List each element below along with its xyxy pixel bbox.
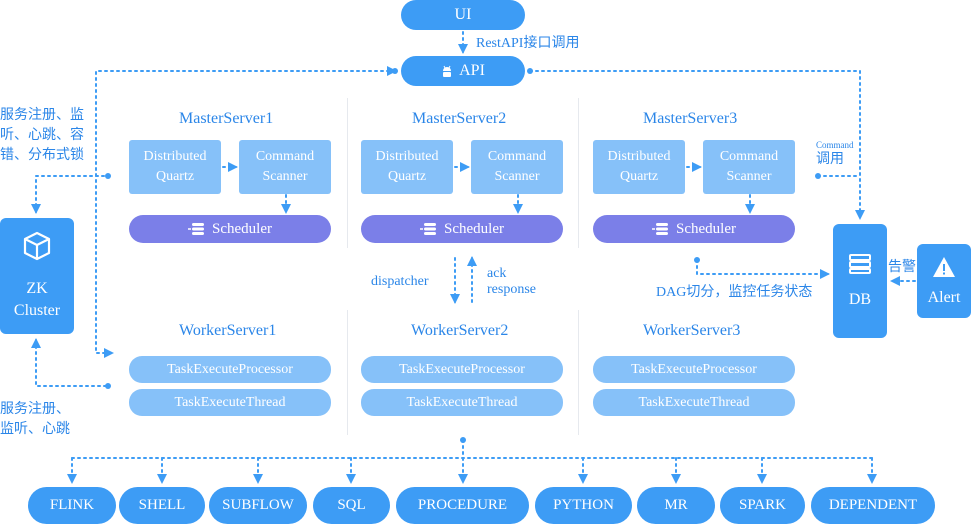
db-node: DB <box>833 224 887 338</box>
scheduler-3: Scheduler <box>593 215 795 243</box>
zk-master-line <box>31 175 109 214</box>
zk-label: ZK <box>26 279 48 297</box>
zk-cluster-node: ZK Cluster <box>0 218 74 334</box>
dispatcher-label: dispatcher <box>371 274 429 289</box>
scheduler-2: Scheduler <box>361 215 563 243</box>
task-execute-thread-3: TaskExecuteThread <box>593 389 795 416</box>
task-type-flink: FLINK <box>28 487 116 524</box>
command-small-label: Command <box>816 140 854 150</box>
database-icon <box>652 222 670 236</box>
scheduler-1: Scheduler <box>129 215 331 243</box>
divider <box>578 98 579 248</box>
api-label: API <box>459 62 485 79</box>
task-execute-processor-3: TaskExecuteProcessor <box>593 356 795 383</box>
left-note-bottom: 服务注册、监听、心跳 <box>0 402 70 437</box>
command-call-label: 调用 <box>816 152 844 167</box>
cube-icon <box>23 231 51 268</box>
ui-label: UI <box>454 6 472 23</box>
scheduler-label: Scheduler <box>212 220 272 237</box>
task-execute-thread-2: TaskExecuteThread <box>361 389 563 416</box>
task-type-dependent: DEPENDENT <box>811 487 935 524</box>
master-title-3: MasterServer3 <box>643 110 738 127</box>
task-type-procedure: PROCEDURE <box>396 487 529 524</box>
alert-text: Alert <box>927 288 961 306</box>
task-type-shell: SHELL <box>119 487 205 524</box>
task-type-mr: MR <box>637 487 715 524</box>
dag-label: DAG切分，监控任务状态 <box>656 285 813 300</box>
warning-icon <box>932 256 956 283</box>
alert-label: 告警 <box>888 260 916 275</box>
ui-node: UI <box>401 0 525 30</box>
zk-worker-line <box>31 338 109 387</box>
divider <box>347 98 348 248</box>
divider <box>578 310 579 435</box>
master-title-1: MasterServer1 <box>179 110 274 127</box>
task-type-spark: SPARK <box>720 487 805 524</box>
master-title-2: MasterServer2 <box>412 110 507 127</box>
left-note-top: 服务注册、监听、心跳、容错、分布式锁 <box>0 108 84 163</box>
task-execute-thread-1: TaskExecuteThread <box>129 389 331 416</box>
restapi-label: RestAPI接口调用 <box>476 36 580 51</box>
database-icon <box>188 222 206 236</box>
api-node: API <box>401 56 525 86</box>
android-icon <box>441 65 453 78</box>
worker-title-1: WorkerServer1 <box>179 322 277 339</box>
alert-node: Alert <box>917 244 971 318</box>
worker-title-3: WorkerServer3 <box>643 322 741 339</box>
scheduler-label: Scheduler <box>444 220 504 237</box>
divider <box>347 310 348 435</box>
scheduler-label: Scheduler <box>676 220 736 237</box>
task-type-sql: SQL <box>313 487 390 524</box>
server-icon <box>849 253 871 279</box>
task-execute-processor-1: TaskExecuteProcessor <box>129 356 331 383</box>
dag-db-arrow <box>696 259 830 279</box>
task-type-python: PYTHON <box>535 487 632 524</box>
db-label: DB <box>848 290 872 308</box>
worker-title-2: WorkerServer2 <box>411 322 509 339</box>
api-worker-arrow <box>95 66 397 358</box>
zk-cluster-label: Cluster <box>13 301 61 319</box>
api-db-arrow <box>529 70 865 220</box>
database-icon <box>420 222 438 236</box>
task-type-subflow: SUBFLOW <box>209 487 307 524</box>
task-execute-processor-2: TaskExecuteProcessor <box>361 356 563 383</box>
